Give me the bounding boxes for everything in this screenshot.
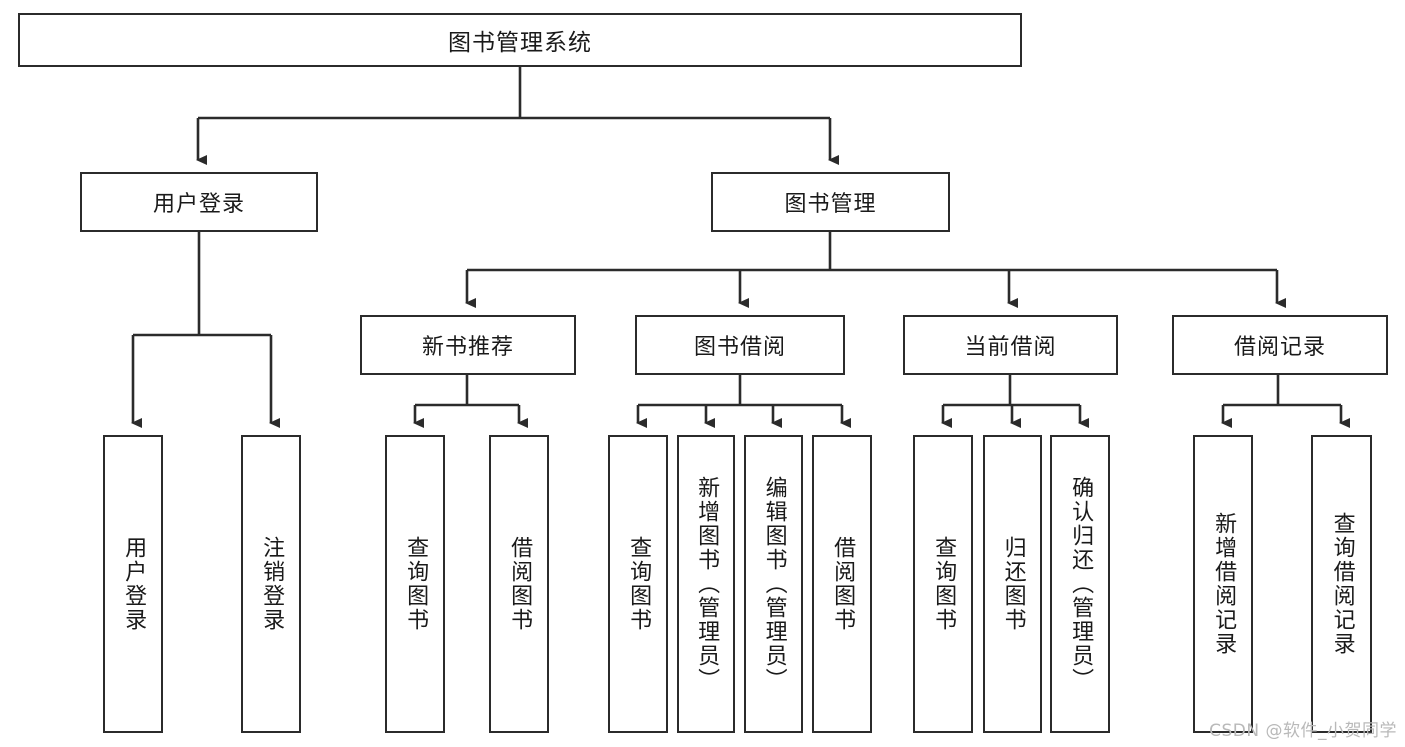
node-label: 注销登录	[259, 536, 285, 632]
leaf-user-logout[interactable]: 注销登录	[241, 435, 301, 733]
leaf-record-query-record[interactable]: 查询借阅记录	[1311, 435, 1372, 733]
node-label: 借阅图书	[507, 536, 533, 632]
node-book-management[interactable]: 图书管理	[711, 172, 950, 232]
node-label: 借阅记录	[1233, 335, 1326, 360]
node-label: 当前借阅	[964, 335, 1057, 360]
leaf-current-query-book[interactable]: 查询图书	[913, 435, 973, 733]
node-label: 查询借阅记录	[1329, 512, 1355, 656]
node-label: 确认归还（管理员）	[1068, 476, 1094, 692]
node-book-borrow[interactable]: 图书借阅	[635, 315, 845, 375]
node-label: 查询图书	[403, 536, 429, 632]
leaf-newbook-query-book[interactable]: 查询图书	[385, 435, 445, 733]
node-label: 查询图书	[626, 536, 652, 632]
node-label: 编辑图书（管理员）	[761, 476, 787, 692]
leaf-borrow-add-book[interactable]: 新增图书（管理员）	[677, 435, 735, 733]
node-current-borrow[interactable]: 当前借阅	[903, 315, 1118, 375]
node-label: 新增图书（管理员）	[694, 476, 720, 692]
node-label: 新增借阅记录	[1211, 512, 1237, 656]
leaf-current-return-book[interactable]: 归还图书	[983, 435, 1042, 733]
node-label: 图书借阅	[693, 335, 786, 360]
node-root-system[interactable]: 图书管理系统	[18, 13, 1022, 67]
node-user-login[interactable]: 用户登录	[80, 172, 318, 232]
node-label: 查询图书	[931, 536, 957, 632]
node-label: 借阅图书	[830, 536, 856, 632]
node-label: 归还图书	[1000, 536, 1026, 632]
leaf-record-add-record[interactable]: 新增借阅记录	[1193, 435, 1253, 733]
node-label: 用户登录	[121, 536, 147, 632]
node-borrow-record[interactable]: 借阅记录	[1172, 315, 1388, 375]
leaf-borrow-query-book[interactable]: 查询图书	[608, 435, 668, 733]
node-label: 图书管理系统	[448, 30, 592, 56]
leaf-current-confirm-return[interactable]: 确认归还（管理员）	[1050, 435, 1110, 733]
leaf-borrow-edit-book[interactable]: 编辑图书（管理员）	[744, 435, 803, 733]
leaf-user-login[interactable]: 用户登录	[103, 435, 163, 733]
node-label: 用户登录	[152, 192, 245, 217]
node-label: 新书推荐	[421, 335, 514, 360]
leaf-newbook-borrow-book[interactable]: 借阅图书	[489, 435, 549, 733]
node-new-book-recommend[interactable]: 新书推荐	[360, 315, 576, 375]
node-label: 图书管理	[784, 192, 877, 217]
leaf-borrow-borrow-book[interactable]: 借阅图书	[812, 435, 872, 733]
